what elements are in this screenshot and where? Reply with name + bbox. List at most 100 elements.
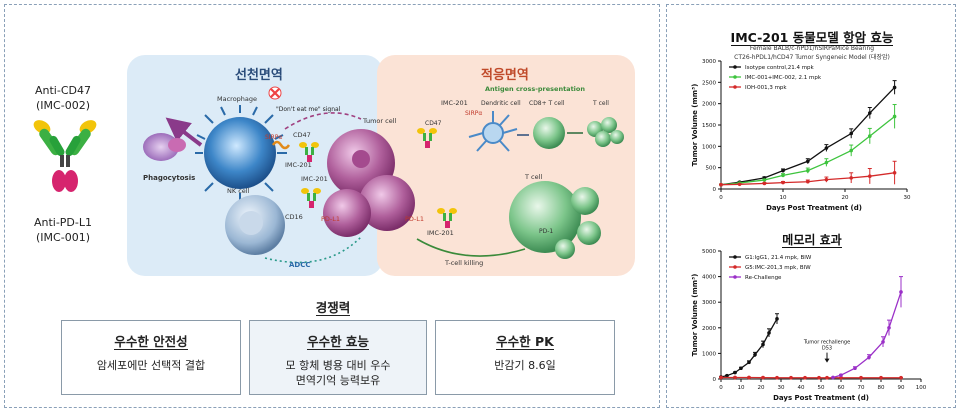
x-tick-label: 90 [898, 385, 905, 391]
series-line [720, 318, 778, 378]
adcc-label: ADCC [289, 261, 311, 269]
data-point [733, 370, 737, 375]
pdl1-label-2: PD-L1 [405, 215, 424, 223]
legend-marker [733, 255, 737, 259]
bispecific-antibody-icon [33, 120, 97, 192]
adaptive-title: 적응면역 [481, 67, 529, 83]
legend-label: Re-Challenge [745, 275, 782, 281]
data-point [803, 375, 807, 380]
mechanism-illustration: 선천면역 적응면역 Macrophage Phagocytosis "Don't… [127, 55, 635, 276]
antibody-top-label: Anti-CD47 (IMC-002) [35, 84, 91, 112]
tcell-killing-label: T-cell killing [444, 259, 483, 267]
data-point [892, 114, 897, 119]
tcell-label-1: T cell [592, 100, 609, 107]
y-tick-label: 2500 [702, 80, 716, 86]
data-point [868, 174, 872, 178]
phagocytosis-label: Phagocytosis [143, 174, 195, 182]
x-tick-label: 0 [719, 195, 723, 201]
data-point [747, 375, 751, 380]
x-tick-label: 10 [738, 385, 745, 391]
data-point [761, 375, 765, 380]
tumor-cell-label: Tumor cell [362, 117, 397, 125]
data-point [733, 375, 737, 380]
nk-cell [225, 195, 285, 255]
series-line [832, 291, 902, 379]
data-point [868, 134, 872, 138]
data-point [849, 148, 853, 153]
legend-marker [733, 85, 737, 89]
data-point [739, 366, 743, 371]
pd1-label: PD-1 [539, 228, 553, 235]
legend-label: IOH-001,3 mpk [745, 85, 787, 91]
data-point [767, 331, 771, 335]
chart1-title: IMC-201 동물모델 항암 효능 [730, 30, 894, 46]
annotation-arrowhead [824, 358, 830, 363]
legend-marker [733, 275, 737, 279]
annotation-text: D53 [822, 346, 832, 352]
y-tick-label: 1000 [702, 351, 716, 357]
data-point [762, 178, 767, 182]
data-point [879, 375, 883, 380]
x-axis-label: Days Post Treatment (d) [773, 394, 869, 402]
x-tick-label: 50 [818, 385, 825, 391]
x-tick-label: 30 [904, 195, 911, 201]
cd8-label: CD8+ T cell [529, 100, 565, 107]
data-point [839, 373, 843, 377]
y-tick-label: 2000 [702, 326, 716, 332]
innate-title: 선천면역 [235, 67, 283, 83]
x-tick-label: 30 [778, 385, 785, 391]
data-point [887, 326, 891, 330]
legend-label: IMC-001+IMC-002, 2.1 mpk [745, 75, 822, 81]
cd8-tcell [533, 117, 565, 149]
data-point [881, 340, 885, 344]
macrophage-cell [195, 105, 287, 201]
data-point [762, 181, 767, 186]
legend-label: G5:IMC-201,3 mpk, BIW [745, 265, 811, 271]
legend-label: G1:IgG1, 21.4 mpk, BIW [745, 255, 812, 261]
y-tick-label: 500 [706, 166, 717, 172]
y-tick-label: 3000 [702, 300, 716, 306]
data-point [775, 375, 779, 380]
competitiveness-title: 경쟁력 [315, 300, 351, 316]
data-point [719, 182, 723, 187]
data-point [824, 160, 829, 165]
y-tick-label: 5000 [702, 249, 716, 255]
y-tick-label: 0 [713, 377, 717, 383]
data-point [753, 352, 757, 357]
cd47-label: CD47 [293, 131, 311, 139]
data-point [781, 173, 785, 178]
nk-cell-label: NK cell [227, 187, 250, 195]
data-point [761, 342, 765, 347]
chart1-subtitle-a: Female BALB/c-hPD1/hSIRPaMice Bearing [749, 45, 875, 52]
data-point [806, 179, 810, 184]
legend-marker [733, 265, 737, 269]
series-line [720, 115, 896, 186]
chart1-subtitle-b: CT26-hPDL1/hCD47 Tumor Syngeneic Model (… [734, 54, 890, 61]
chart2-title: 메모리 효과 [782, 233, 842, 248]
antigen-label: Antigen cross-presentation [485, 85, 585, 93]
x-tick-label: 10 [780, 195, 787, 201]
data-point [789, 375, 793, 380]
imc201-label-2: IMC-201 [301, 175, 328, 183]
y-tick-label: 0 [713, 187, 717, 193]
data-point [824, 146, 829, 150]
x-tick-label: 60 [838, 385, 845, 391]
y-tick-label: 1000 [702, 144, 716, 150]
data-point [806, 159, 810, 164]
data-point [899, 290, 903, 294]
y-axis-label: Tumor Volume (mm³) [691, 84, 699, 167]
y-tick-label: 1500 [702, 123, 716, 129]
legend-marker [733, 65, 737, 69]
data-point [747, 360, 751, 365]
feature-box-safety: 우수한 안전성 암세포에만 선택적 결합 [61, 320, 241, 395]
tumor-cells [323, 129, 415, 237]
tcell-label-2: T cell [524, 173, 542, 181]
phagocytosis-cell [143, 133, 179, 161]
legend-label: Isotype control,21.4 mpk [745, 65, 815, 71]
y-tick-label: 3000 [702, 59, 716, 65]
data-point [892, 85, 897, 90]
feature-box-pk: 우수한 PK 반감기 8.6일 [435, 320, 615, 395]
macrophage-label: Macrophage [217, 95, 257, 103]
